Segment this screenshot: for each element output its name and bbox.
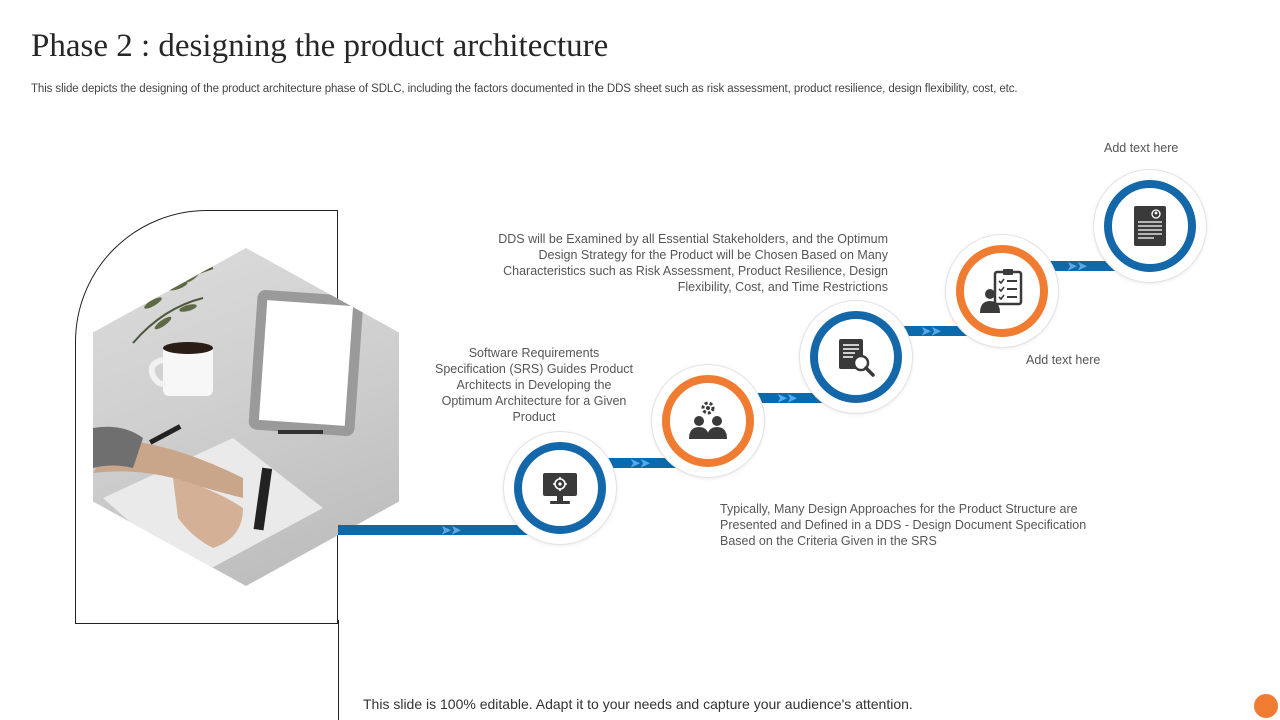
slide-title: Phase 2 : designing the product architec… [31, 28, 609, 64]
connector-segment [606, 458, 676, 468]
frame-divider-line [338, 620, 339, 720]
step-node-3 [800, 301, 912, 413]
srs-description: Software Requirements Specification (SRS… [434, 346, 633, 424]
dds-examined-description: DDS will be Examined by all Essential St… [498, 232, 888, 294]
team-gear-icon [689, 401, 727, 439]
document-search-icon [839, 339, 875, 377]
step-ring [514, 442, 606, 534]
step-ring [662, 375, 754, 467]
profile-document-icon [1134, 206, 1166, 246]
design-approaches-description: Typically, Many Design Approaches for th… [720, 502, 1087, 548]
step-node-5 [1094, 170, 1206, 282]
connector-segment [1048, 261, 1120, 271]
step-ring [1104, 180, 1196, 272]
step-node-1 [504, 432, 616, 544]
arrow-right-icon: ➤➤ [921, 324, 942, 338]
slide-subtitle: This slide depicts the designing of the … [31, 83, 1018, 95]
connector-segment [754, 393, 830, 403]
connector-segment [902, 326, 972, 336]
add-text-label-top: Add text here [1104, 141, 1179, 155]
connector-segment [338, 525, 528, 535]
step-node-2 [652, 365, 764, 477]
arrow-right-icon: ➤➤ [1067, 259, 1088, 273]
step-ring [810, 311, 902, 403]
arrow-right-icon: ➤➤ [777, 391, 798, 405]
add-text-label-middle: Add text here [1026, 353, 1101, 367]
orange-dot-icon [1254, 694, 1278, 718]
step-ring [956, 245, 1048, 337]
slide-footer-note: This slide is 100% editable. Adapt it to… [363, 696, 913, 712]
clipboard-checklist-icon [980, 269, 1023, 313]
arrow-right-icon: ➤➤ [441, 523, 462, 537]
arrow-right-icon: ➤➤ [630, 456, 651, 470]
step-node-4 [946, 235, 1058, 347]
monitor-gear-icon [543, 473, 577, 504]
